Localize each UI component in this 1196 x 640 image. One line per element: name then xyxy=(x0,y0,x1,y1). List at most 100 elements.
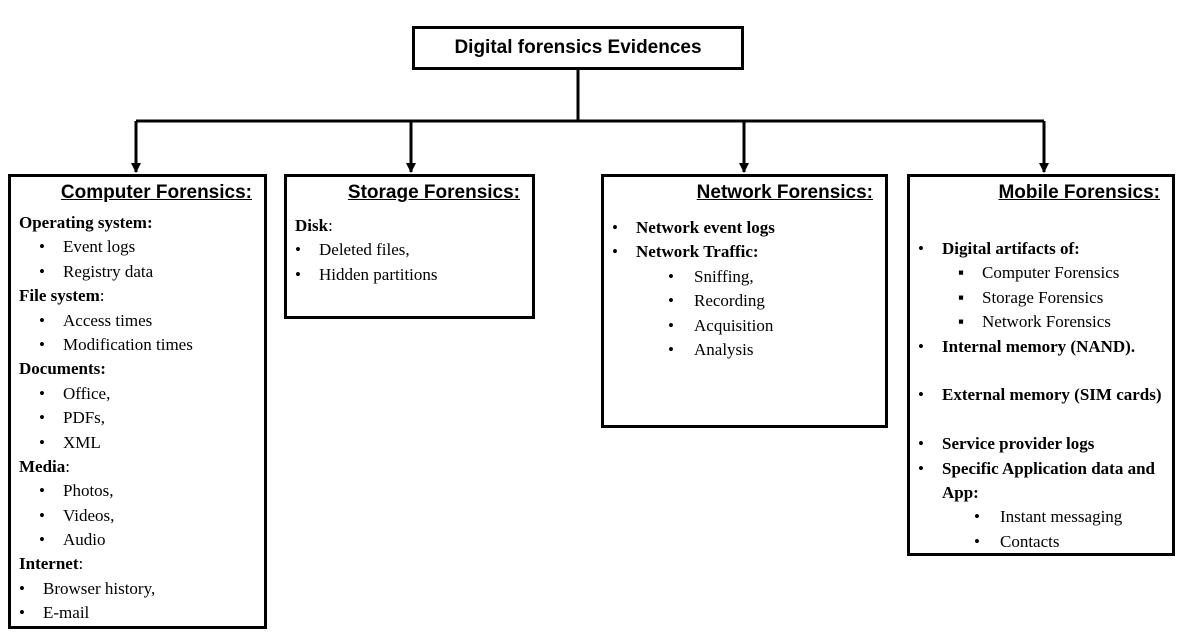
list-item-text: Analysis xyxy=(694,339,754,359)
bullet-icon: • xyxy=(39,530,45,550)
bullet-icon: • xyxy=(918,458,924,478)
bullet-icon: • xyxy=(39,383,45,403)
list-item: •Modification times xyxy=(19,333,258,357)
bullet-icon: • xyxy=(39,408,45,428)
square-bullet-icon: ▪ xyxy=(958,287,965,307)
list-item: •Access times xyxy=(19,309,258,333)
list-item: • Photos, xyxy=(19,479,258,503)
list-item-text: Browser history, xyxy=(43,578,156,598)
list-item-text: Operating system: xyxy=(19,213,153,232)
network-forensics-box: Network Forensics: •Network event logs•N… xyxy=(601,174,888,428)
bullet-icon: • xyxy=(668,291,674,311)
list-item-text: Registry data xyxy=(63,261,154,281)
list-item: ▪Network Forensics xyxy=(918,310,1166,334)
list-item: • Deleted files, xyxy=(295,238,526,262)
list-item-text: Specific Application data and App: xyxy=(942,458,1156,502)
list-item-text: Instant messaging xyxy=(1000,507,1123,527)
list-item-text: Digital artifacts of: xyxy=(942,239,1080,258)
bullet-icon: • xyxy=(918,336,924,356)
bullet-icon: • xyxy=(39,481,45,501)
list-item-text: Recording xyxy=(694,291,765,311)
list-item-text: XML xyxy=(63,432,101,452)
list-item: • Digital artifacts of: xyxy=(918,237,1166,261)
list-item: ▪Computer Forensics xyxy=(918,261,1166,285)
list-item: Operating system: xyxy=(19,211,258,235)
bullet-icon: • xyxy=(295,264,301,284)
list-item: • External memory (SIM cards) xyxy=(918,383,1166,432)
list-item-text: PDFs, xyxy=(63,408,106,428)
list-item: • Registry data xyxy=(19,260,258,284)
list-item-text: Storage Forensics xyxy=(982,287,1104,307)
mobile-forensics-box: Mobile Forensics: • Digital artifacts of:… xyxy=(907,174,1175,556)
computer-forensics-box: Computer Forensics: Operating system: • Ev… xyxy=(8,174,267,629)
computer-forensics-list: Operating system: • Event logs • Registry da… xyxy=(19,211,258,626)
list-item-text: Photos, xyxy=(63,481,114,501)
list-item-text: Disk: xyxy=(295,216,333,235)
list-item: • Specific Application data and App: xyxy=(918,457,1166,506)
list-item-text: Office, xyxy=(63,383,111,403)
list-item-text: Internet: xyxy=(19,554,84,574)
list-item: •Service provider logs xyxy=(918,432,1166,456)
list-item: • PDFs, xyxy=(19,406,258,430)
list-item-text: Documents: xyxy=(19,359,106,379)
mobile-forensics-list: •Digital artifacts of:▪Computer Forensic… xyxy=(918,237,1166,554)
list-item: • Analysis xyxy=(612,338,879,362)
list-item-text: Videos, xyxy=(63,505,115,525)
bullet-icon: • xyxy=(39,505,45,525)
list-item-text: Acquisition xyxy=(694,315,774,335)
list-item: • Recording xyxy=(612,289,879,313)
list-item-text: Media: xyxy=(19,456,71,476)
list-item-text: Contacts xyxy=(1000,531,1060,551)
computer-forensics-title: Computer Forensics: xyxy=(60,182,252,203)
bullet-icon: • xyxy=(918,239,924,258)
list-item-text: Event logs xyxy=(63,237,136,257)
list-item: • Event logs xyxy=(19,235,258,259)
list-item-text: Access times xyxy=(63,310,153,330)
network-forensics-title: Network Forensics: xyxy=(696,182,873,203)
list-item: • Internal memory (NAND). xyxy=(918,335,1166,384)
list-item-suffix: : xyxy=(328,216,333,235)
list-item-suffix: : xyxy=(78,554,84,574)
list-item-text: E-mail xyxy=(43,603,90,623)
list-item: •Audio xyxy=(19,528,258,552)
list-item: File system: xyxy=(19,284,258,308)
bullet-icon: • xyxy=(39,261,45,281)
list-item-text: Computer Forensics xyxy=(982,263,1120,283)
bullet-icon: • xyxy=(668,315,674,335)
storage-forensics-title: Storage Forensics: xyxy=(347,182,520,203)
list-item: • Acquisition xyxy=(612,314,879,338)
list-item-text: Hidden partitions xyxy=(319,264,438,284)
list-item: Documents: xyxy=(19,357,258,381)
bullet-icon: • xyxy=(974,507,980,527)
bullet-icon: • xyxy=(974,531,980,551)
list-item: • Contacts xyxy=(918,530,1166,554)
list-item: • XML xyxy=(19,431,258,455)
list-item-text: External memory (SIM cards) xyxy=(942,385,1162,405)
bullet-icon: • xyxy=(612,242,618,262)
bullet-icon: • xyxy=(39,237,45,257)
list-item-text: Modification times xyxy=(63,334,193,354)
square-bullet-icon: ▪ xyxy=(958,312,965,332)
list-item: Disk: xyxy=(295,214,526,238)
list-item: • E-mail xyxy=(19,601,258,625)
list-item-suffix: : xyxy=(99,286,105,306)
bullet-icon: • xyxy=(295,240,301,260)
mobile-forensics-title: Mobile Forensics: xyxy=(998,182,1160,203)
list-item-text: Sniffing, xyxy=(694,266,754,286)
list-item-text: Deleted files, xyxy=(319,240,410,260)
bullet-icon: • xyxy=(918,385,924,405)
bullet-icon: • xyxy=(19,603,25,623)
list-item: Media: xyxy=(19,455,258,479)
bullet-icon: • xyxy=(668,339,674,359)
list-item-text: File system: xyxy=(19,286,105,306)
list-item-text: Service provider logs xyxy=(942,434,1095,454)
bullet-icon: • xyxy=(668,266,674,286)
bullet-icon: • xyxy=(39,432,45,452)
network-forensics-list: •Network event logs•Network Traffic:•Sni… xyxy=(612,216,879,362)
list-item-text: Internal memory (NAND). xyxy=(942,336,1136,356)
bullet-icon: • xyxy=(612,218,618,237)
root-title: Digital forensics Evidences xyxy=(454,37,702,58)
list-item-text: Network event logs xyxy=(636,218,775,237)
storage-forensics-box: Storage Forensics: Disk:•Deleted files,•… xyxy=(284,174,535,319)
